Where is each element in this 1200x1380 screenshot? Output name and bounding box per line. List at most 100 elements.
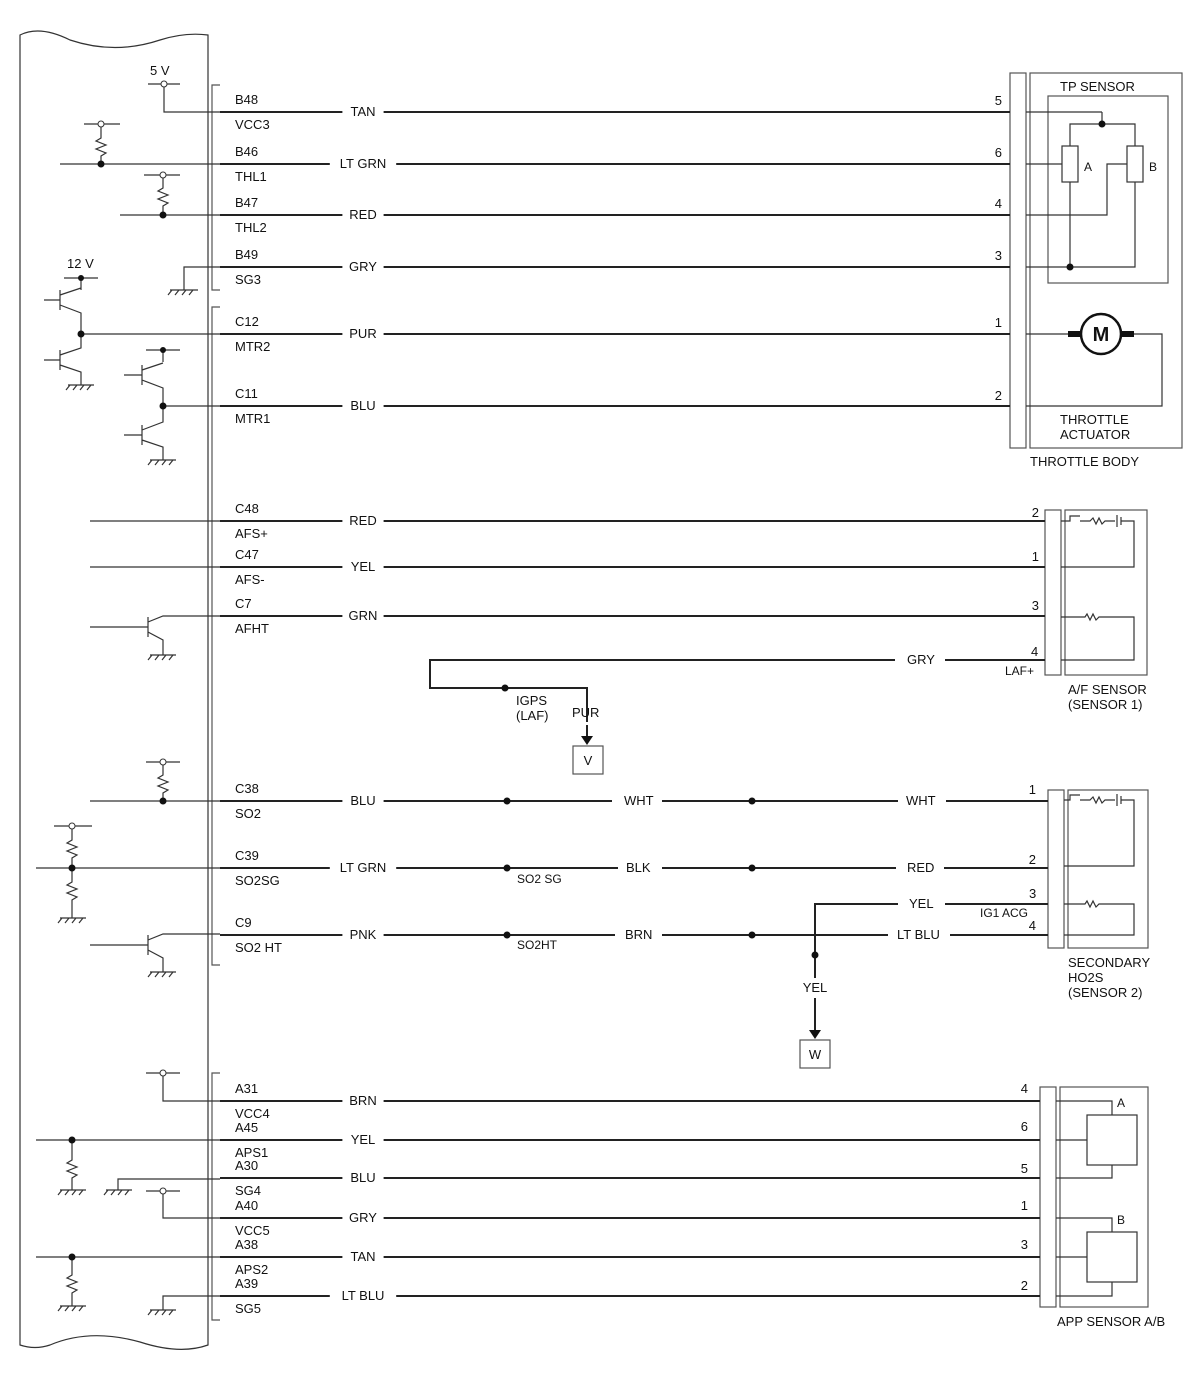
so2-splice-1 — [503, 797, 511, 805]
signal-label: VCC3 — [235, 117, 270, 132]
tp-sensor-label: TP SENSOR — [1060, 79, 1135, 94]
af-heater-element — [1061, 612, 1135, 661]
hbridge-right — [124, 349, 220, 466]
signal-label: VCC5 — [235, 1223, 270, 1238]
thl1-pullup-terminal — [97, 120, 105, 128]
app-sensor-wiring — [1056, 1100, 1113, 1297]
wire-color-label: TAN — [350, 1249, 375, 1264]
ig1-yel-wire — [814, 903, 1048, 1030]
tp-internal-wiring — [1026, 112, 1136, 268]
so2-wht-label-2: WHT — [906, 793, 936, 808]
pin-label: B46 — [235, 144, 258, 159]
ecm-module-outline — [19, 30, 209, 1350]
pin-label: C48 — [235, 501, 259, 516]
ecm-connector-bracket-a — [211, 1072, 220, 1321]
aps2-pulldown — [36, 1256, 220, 1312]
signal-label: SO2 — [235, 806, 261, 821]
ig1-yel-label: YEL — [909, 896, 934, 911]
terminal-number: 1 — [1021, 1198, 1028, 1213]
pin-label: A30 — [235, 1158, 258, 1173]
supply-12v-label: 12 V — [67, 256, 94, 271]
connector-w-label: W — [809, 1047, 822, 1062]
af-igps-branch: GRY 4 IGPS (LAF) PUR V — [429, 644, 1045, 775]
terminal-number: 2 — [1032, 505, 1039, 520]
pin-label: A39 — [235, 1276, 258, 1291]
af-cell-element — [1061, 515, 1135, 568]
so2sg-splice-2 — [748, 864, 756, 872]
motor-terminal-left — [1068, 331, 1082, 337]
ho2s-box — [1067, 789, 1149, 949]
so2sg-red-label: RED — [907, 860, 934, 875]
terminal-number: 2 — [1029, 852, 1036, 867]
aps1-junction — [68, 1136, 76, 1144]
connector-v-box — [572, 745, 604, 775]
ecm-connector-bracket-b — [211, 84, 220, 291]
terminal-number: 1 — [995, 315, 1002, 330]
so2-splice-2 — [748, 797, 756, 805]
terminal-number: 2 — [995, 388, 1002, 403]
af-sensor-box — [1064, 509, 1148, 676]
app-sensor-b — [1086, 1231, 1138, 1283]
yel-splice — [811, 951, 819, 959]
pur-label: PUR — [572, 705, 599, 720]
ho2s-label-3: (SENSOR 2) — [1068, 985, 1142, 1000]
wire-color-label: LT BLU — [342, 1288, 385, 1303]
terminal-number: 3 — [1021, 1237, 1028, 1252]
so2-pullup — [90, 761, 220, 802]
ho2s-heater-element — [1064, 899, 1135, 936]
wire-color-label: BLU — [350, 1170, 375, 1185]
af-laf-label: LAF+ — [1005, 664, 1034, 678]
thl1-junction — [97, 160, 105, 168]
pin-label: C12 — [235, 314, 259, 329]
throttle-body-box — [1029, 72, 1183, 449]
ho2s-cell-element — [1064, 794, 1135, 867]
thl2-pullup — [120, 174, 220, 216]
wire-color-label: LT GRN — [340, 156, 386, 171]
ho2s-label-1: SECONDARY — [1068, 955, 1150, 970]
pin-label: C11 — [235, 386, 258, 401]
app-sensor-b-label: B — [1117, 1213, 1125, 1227]
signal-label: MTR2 — [235, 339, 270, 354]
wire-color-label: RED — [349, 513, 376, 528]
signal-label: AFHT — [235, 621, 269, 636]
pin-label: A45 — [235, 1120, 258, 1135]
ho2s-label-2: HO2S — [1068, 970, 1104, 985]
signal-label: AFS+ — [235, 526, 268, 541]
wire-color-label: LT GRN — [340, 860, 386, 875]
vcc5-terminal — [159, 1187, 167, 1195]
motor-wiring — [1026, 333, 1163, 407]
signal-label: THL2 — [235, 220, 267, 235]
ho2s-term-3: 3 — [1029, 886, 1036, 901]
app-sensor-a — [1086, 1114, 1138, 1166]
terminal-number: 4 — [995, 196, 1002, 211]
signal-label: SG5 — [235, 1301, 261, 1316]
throttle-actuator-label-1: THROTTLE — [1060, 412, 1129, 427]
yel-down-label: YEL — [803, 980, 828, 995]
so2sg-terminal — [68, 822, 76, 830]
thl2-pullup-terminal — [159, 171, 167, 179]
pin-label: C47 — [235, 547, 259, 562]
terminal-number: 6 — [1021, 1119, 1028, 1134]
terminal-number: 3 — [1032, 598, 1039, 613]
so2sg-divider — [36, 825, 220, 924]
so2-pullup-terminal — [159, 758, 167, 766]
wire-color-label: PNK — [350, 927, 377, 942]
igps-label-2: (LAF) — [516, 708, 549, 723]
laf-gry-label: GRY — [907, 652, 935, 667]
terminal-number: 2 — [1021, 1278, 1028, 1293]
signal-label: SG3 — [235, 272, 261, 287]
tp-junction-bottom — [1066, 263, 1074, 271]
vcc5-supply — [146, 1190, 220, 1219]
terminal-number: 3 — [995, 248, 1002, 263]
signal-label: APS2 — [235, 1262, 268, 1277]
app-sensor-frame — [1039, 1086, 1057, 1308]
so2-wht-label-1: WHT — [624, 793, 654, 808]
